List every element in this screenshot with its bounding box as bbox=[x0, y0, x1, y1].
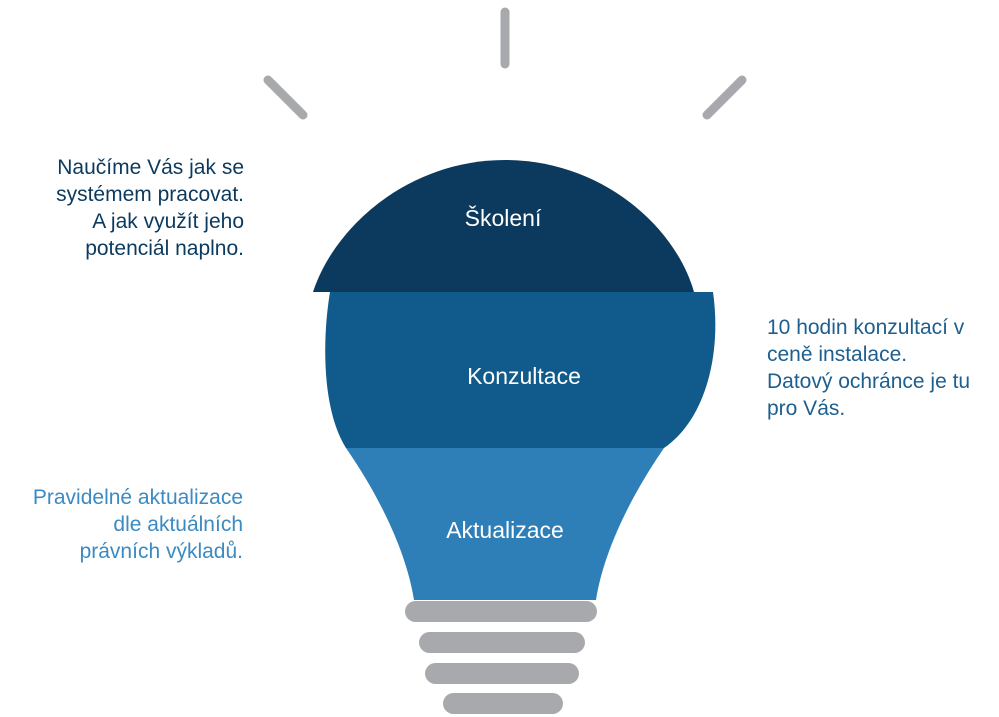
description-skoleni: Naučíme Vás jak se systémem pracovat. A … bbox=[56, 154, 244, 262]
description-line: ceně instalace. bbox=[767, 343, 908, 366]
description-line: Datový ochránce je tu bbox=[767, 370, 971, 393]
description-line: dle aktuálních bbox=[113, 513, 243, 536]
description-line: právních výkladů. bbox=[79, 540, 243, 563]
ray-left bbox=[263, 75, 308, 120]
description-line: Pravidelné aktualizace bbox=[32, 486, 243, 509]
light-rays bbox=[263, 7, 747, 120]
base-ring-3 bbox=[425, 663, 579, 684]
label-skoleni: Školení bbox=[465, 204, 542, 231]
base-ring-1 bbox=[405, 601, 597, 622]
ray-right bbox=[702, 75, 747, 120]
description-line: systémem pracovat. bbox=[56, 183, 244, 206]
bulb-section-konzultace bbox=[325, 292, 716, 448]
label-aktualizace: Aktualizace bbox=[446, 517, 564, 543]
label-konzultace: Konzultace bbox=[467, 363, 581, 389]
description-line: 10 hodin konzultací v bbox=[767, 316, 965, 339]
bulb-section-aktualizace bbox=[346, 448, 664, 600]
bulb-base bbox=[405, 601, 597, 714]
base-ring-4 bbox=[443, 693, 563, 714]
description-line: A jak využít jeho bbox=[92, 210, 244, 233]
base-ring-2 bbox=[419, 632, 585, 653]
bulb-section-skoleni bbox=[313, 160, 694, 292]
description-line: Naučíme Vás jak se bbox=[57, 156, 244, 179]
description-line: pro Vás. bbox=[767, 397, 846, 420]
description-aktualizace: Pravidelné aktualizace dle aktuálních pr… bbox=[33, 484, 243, 565]
description-line: potenciál naplno. bbox=[85, 237, 244, 260]
description-konzultace: 10 hodin konzultací v ceně instalace. Da… bbox=[767, 314, 970, 422]
